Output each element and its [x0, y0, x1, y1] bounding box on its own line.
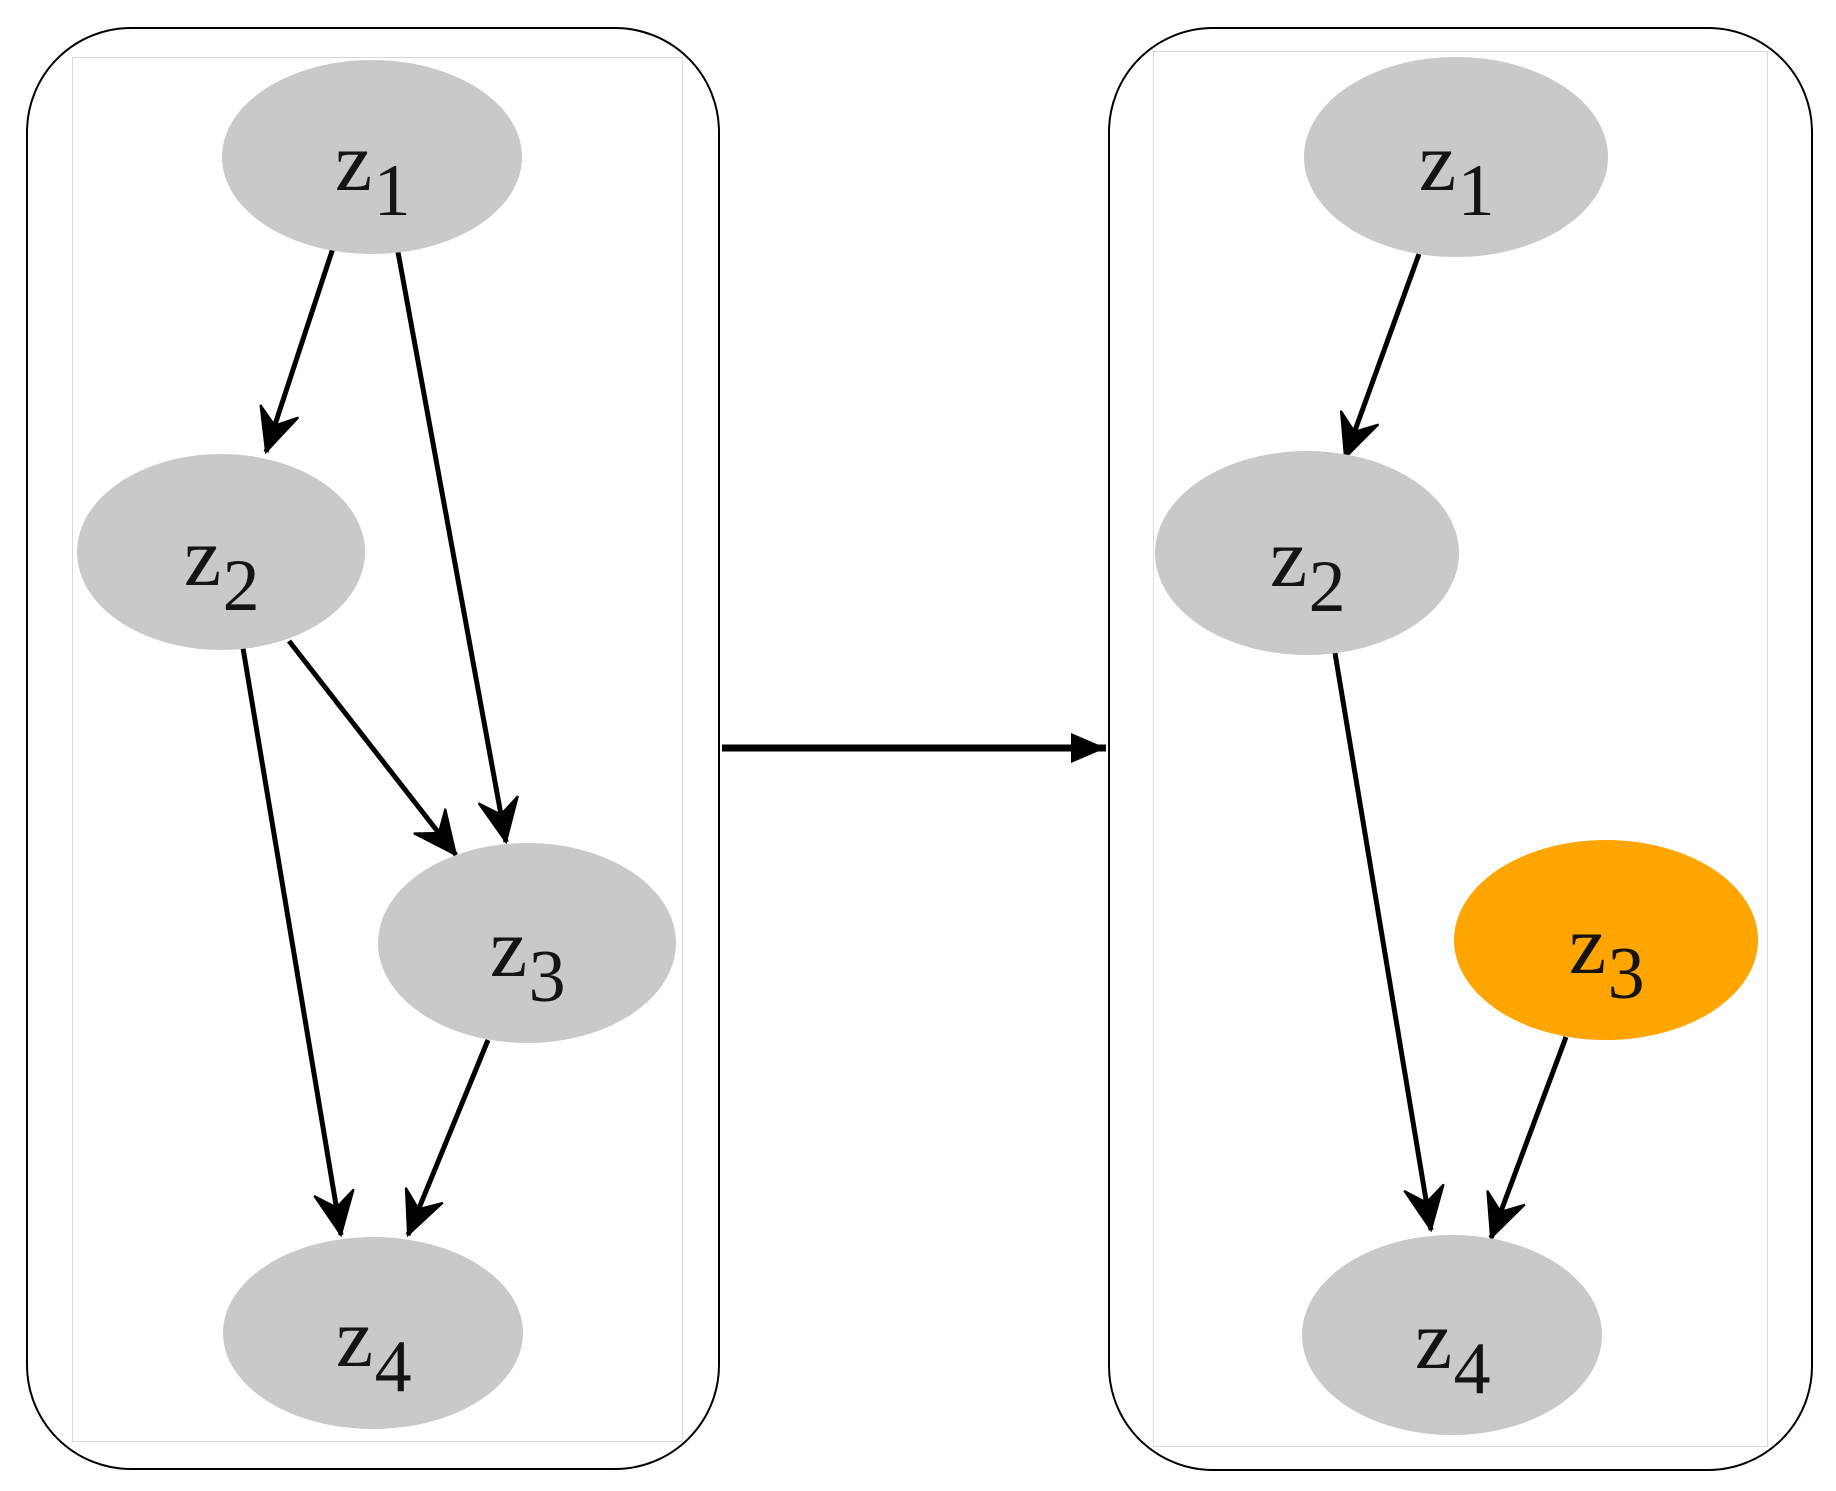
- node-label-right-z1: z1: [1419, 121, 1495, 229]
- node-label-left-z1: z1: [335, 121, 411, 229]
- graph-node-right-z1: z1: [1304, 57, 1608, 257]
- node-label-base: z: [489, 902, 528, 995]
- node-label-subscript: 3: [528, 936, 566, 1019]
- node-label-subscript: 3: [1607, 933, 1645, 1016]
- node-label-base: z: [183, 511, 222, 604]
- node-label-left-z2: z2: [184, 516, 260, 624]
- node-label-base: z: [1414, 1294, 1453, 1387]
- graph-node-right-z4: z4: [1302, 1235, 1602, 1435]
- edge-right-z3-to-right-z4: [1486, 1036, 1569, 1241]
- graph-node-right-z3-highlighted: z3: [1454, 840, 1758, 1040]
- node-label-base: z: [334, 116, 373, 209]
- node-label-left-z3: z3: [490, 907, 566, 1015]
- right-graph-panel: [1108, 27, 1813, 1471]
- node-label-subscript: 1: [1457, 150, 1495, 233]
- node-label-subscript: 4: [1453, 1328, 1491, 1411]
- edge-right-z2-to-right-z4: [1332, 652, 1445, 1233]
- edge-left-z1-to-left-z2: [259, 247, 336, 455]
- edge-right-z1-to-right-z2: [1339, 253, 1422, 461]
- graph-node-right-z2: z2: [1155, 451, 1459, 655]
- node-label-base: z: [1269, 512, 1308, 605]
- left-graph-panel: [26, 27, 720, 1470]
- node-label-base: z: [1568, 899, 1607, 992]
- node-label-right-z3: z3: [1569, 904, 1645, 1012]
- node-label-subscript: 4: [374, 1326, 412, 1409]
- node-label-subscript: 1: [373, 150, 411, 233]
- graph-node-left-z1: z1: [222, 60, 522, 254]
- graph-node-left-z2: z2: [77, 454, 365, 650]
- node-label-left-z4: z4: [336, 1297, 412, 1405]
- graph-node-left-z3: z3: [378, 843, 676, 1043]
- edge-left-z1-to-left-z3: [395, 251, 519, 845]
- graph-node-left-z4: z4: [223, 1237, 523, 1429]
- edge-left-z2-to-left-z3: [287, 639, 458, 857]
- node-label-subscript: 2: [222, 545, 260, 628]
- right-graph-inner-frame: [1153, 51, 1768, 1447]
- node-label-base: z: [335, 1292, 374, 1385]
- edge-left-z3-to-left-z4: [404, 1039, 491, 1238]
- edge-left-z2-to-left-z4: [240, 647, 355, 1238]
- left-graph-inner-frame: [72, 57, 683, 1442]
- node-label-right-z4: z4: [1415, 1299, 1491, 1407]
- node-label-base: z: [1418, 116, 1457, 209]
- node-label-subscript: 2: [1308, 546, 1346, 629]
- node-label-right-z2: z2: [1270, 517, 1346, 625]
